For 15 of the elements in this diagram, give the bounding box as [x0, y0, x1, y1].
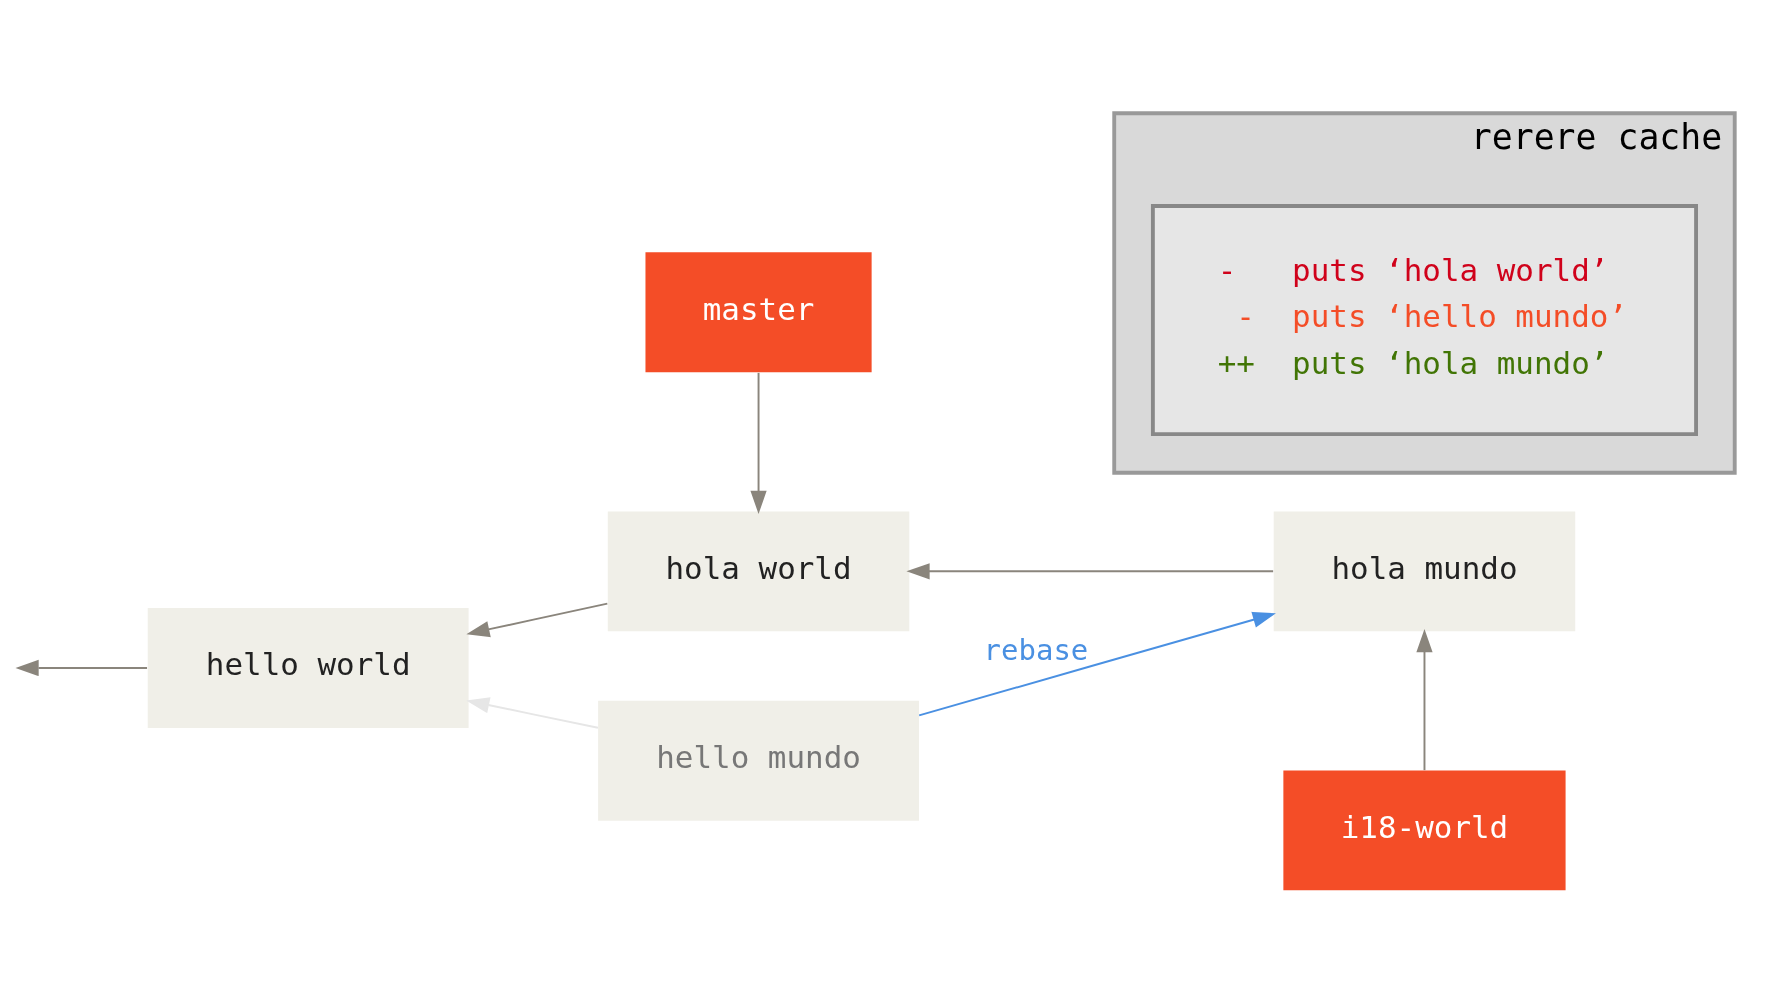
- arrow: [750, 371, 767, 514]
- node-box: master: [645, 251, 872, 372]
- arrow: [1416, 628, 1433, 771]
- arrow: [466, 696, 599, 729]
- node-box: - puts ‘hola world’ - puts ‘hello mundo’ ++ puts ‘hola mundo’: [1150, 203, 1698, 436]
- node-box: i18-world: [1283, 769, 1566, 890]
- edge-label: rebase: [983, 632, 1089, 667]
- node-box: hello world: [147, 607, 469, 728]
- arrow: [918, 611, 1276, 716]
- node-box: hola world: [607, 510, 910, 631]
- node-box: hola mundo: [1273, 510, 1576, 631]
- node-box: hello mundo: [598, 700, 919, 821]
- arrow: [466, 602, 609, 637]
- arrow: [906, 562, 1275, 579]
- arrow: [15, 659, 149, 676]
